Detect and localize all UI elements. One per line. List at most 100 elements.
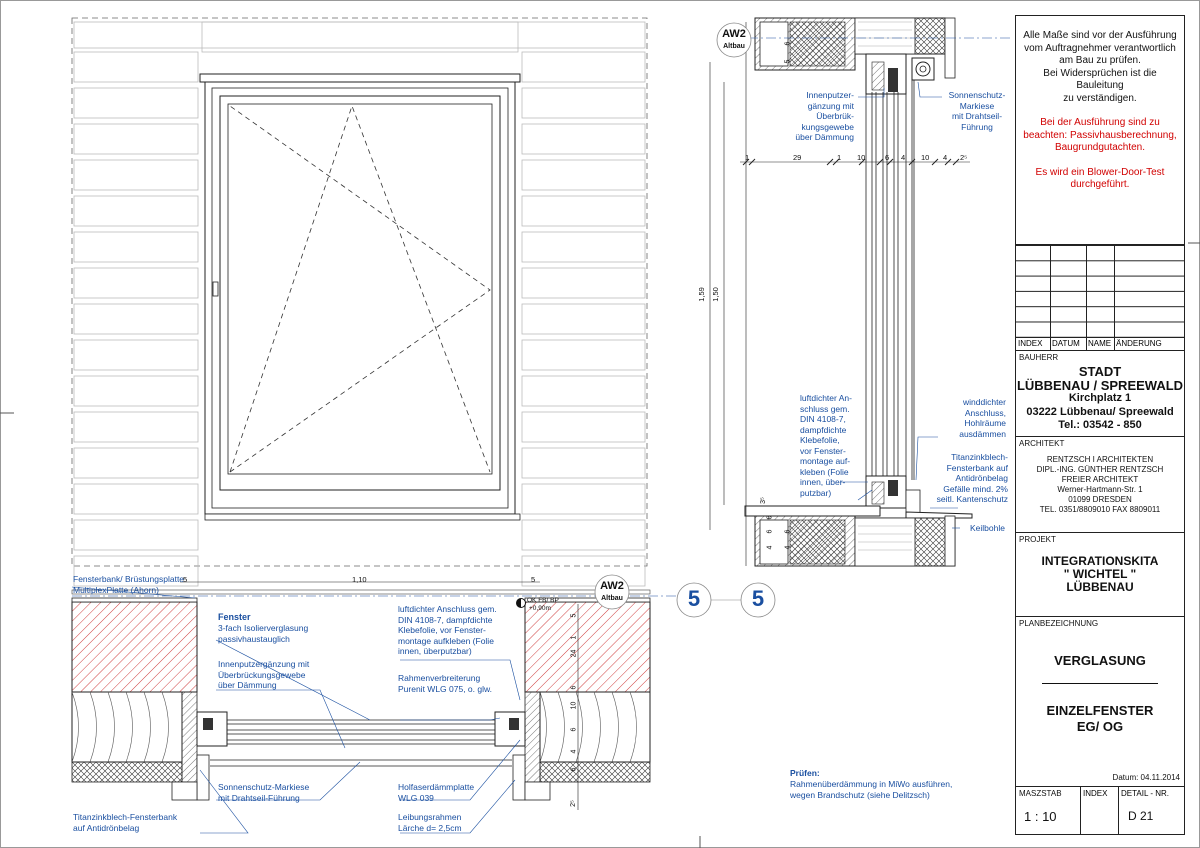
plan-date: Datum: 04.11.2014 [1112,773,1180,782]
text-line: TEL. 0351/8809010 FAX 8809011 [1039,505,1161,514]
text-line: 01099 DRESDEN [1068,495,1132,504]
dim-left-0: 5 [784,59,792,64]
ok-marker-icon [516,598,526,608]
text-line: Fensterbank/ Brüstungsplatte [73,574,185,584]
text-line: Rahmenüberdämmung in MiWo ausführen, [790,779,953,789]
facade-board [73,375,199,407]
text-line: Sonnenschutz- [948,90,1006,100]
altbau-label-top: Altbau [723,43,745,50]
facade-board [521,51,646,83]
text-line: Anschluss, [964,407,1006,418]
text-line: montage auf- [800,456,851,466]
dim-left-6: 6 [766,515,774,520]
section-marker-aw2-bottom[interactable] [594,574,630,610]
index-label: INDEX [1083,789,1108,798]
facade-board [521,195,646,227]
text-line: Titanzinkblech- [951,452,1008,462]
text-line: DIPL.-ING. GÜNTHER RENTZSCH [1036,465,1164,474]
text-line: Bei der Ausführung sind zu [1040,117,1160,128]
facade-board [73,339,199,371]
client-line: STADT [1078,364,1122,379]
facade-board [521,375,646,407]
text-line: montage aufkleben (Folie [398,635,494,646]
text-line: wegen Brandschutz (siehe Delitzsch) [790,789,930,800]
text-line: 3-fach Isolierverglasung [218,623,309,633]
dimension-tick [826,158,834,166]
text-line: luftdichter An- [800,393,852,403]
text-line: RENTZSCH I ARCHITEKTEN [1046,455,1154,464]
plan-dim-v-5: 6 [570,727,578,732]
dimension-tick [931,158,939,166]
text-line: MultiplexPlatte (Ahorn) [73,584,159,595]
revision-table: INDEX DATUM NAME ÄNDERUNG [1016,244,1184,350]
text-line: Holfaserdämmplatte [398,782,475,792]
section-marker-aw2-top[interactable] [716,22,752,58]
text-line: Leibungsrahmen [398,812,462,822]
section-number-right: 5 [751,586,765,611]
text-line: winddichter [963,397,1006,407]
plan-title-1: VERGLASUNG [1054,653,1146,668]
plan-box: PLANBEZEICHNUNG VERGLASUNG EINZELFENSTER… [1016,616,1184,786]
text-line: Baugrundgutachten. [1054,142,1146,153]
dim-h-3: 10 [857,153,866,162]
dimension-tick [944,158,952,166]
facade-board [73,303,199,335]
facade-board [521,267,646,299]
client-line: 03222 Lübbenau/ Spreewald [1026,405,1174,418]
text-line: mit Drahtseil-Führung [218,792,300,803]
project-lines: INTEGRATIONSKITA" WICHTEL "LÜBBENAU [1016,555,1184,594]
plan-dim-right: 5 [531,575,536,584]
text-line: FREIER ARCHITEKT [1061,475,1139,484]
scale-label: MASZSTAB [1019,789,1062,798]
dim-h-6: 10 [921,153,930,162]
dim-h-4: 6 [885,153,890,162]
annotation-pruefen: Rahmenüberdämmung in MiWo ausführen,wege… [790,779,990,800]
facade-board [73,195,199,227]
dim-h-7: 4 [943,153,948,162]
facade-board [73,123,199,155]
text-line: Innenputzer- [806,90,854,100]
text-line: Gefälle mind. 2% [943,483,1008,494]
ok-label: OK FB/ BP [527,597,559,604]
annotation-luftdicht-plan: luftdichter Anschluss gem.DIN 4108-7, da… [398,604,518,657]
text-line: durchgeführt. [1070,179,1130,190]
client-line: Tel.: 03542 - 850 [1058,419,1142,431]
facade-board [73,267,199,299]
facade-board [73,483,199,515]
dimension-tick [952,158,960,166]
dim-left-3: 4 [766,545,774,550]
dim-left-2: 6 [766,529,774,534]
text-line: putzbar) [800,487,832,498]
facade-board [73,21,646,49]
dim-h-0: 1 [745,153,750,162]
plan-dim-v-7: 6 [570,767,578,772]
architect-label: ARCHITEKT [1019,439,1065,448]
dimension-tick [908,158,916,166]
text-line: dampfdichte [800,424,847,435]
rev-header-aenderung: ÄNDERUNG [1116,339,1162,348]
plan-dim-v-0: 5 [570,613,578,618]
text-line: seitl. Kantenschutz [936,494,1008,504]
plan-dim-left: 5 [183,575,188,584]
text-line: " WICHTEL " [1063,567,1137,581]
text-line: beachten: Passivhausberechnung, [1023,129,1177,141]
plan-dim-v-8: 2⁵ [569,800,577,807]
project-box: PROJEKT INTEGRATIONSKITA" WICHTEL "LÜBBE… [1016,532,1184,616]
plan-label: PLANBEZEICHNUNG [1019,619,1099,628]
text-line: DIN 4108-7, dampfdichte [398,614,493,625]
aw2-label-top: AW2 [722,28,746,40]
plan-dim-v-4: 10 [570,701,578,710]
footer-row: MASZSTAB 1 : 10 INDEX DETAIL - NR. D 21 [1016,786,1184,834]
dim-v-159: 1,59 [696,287,706,302]
